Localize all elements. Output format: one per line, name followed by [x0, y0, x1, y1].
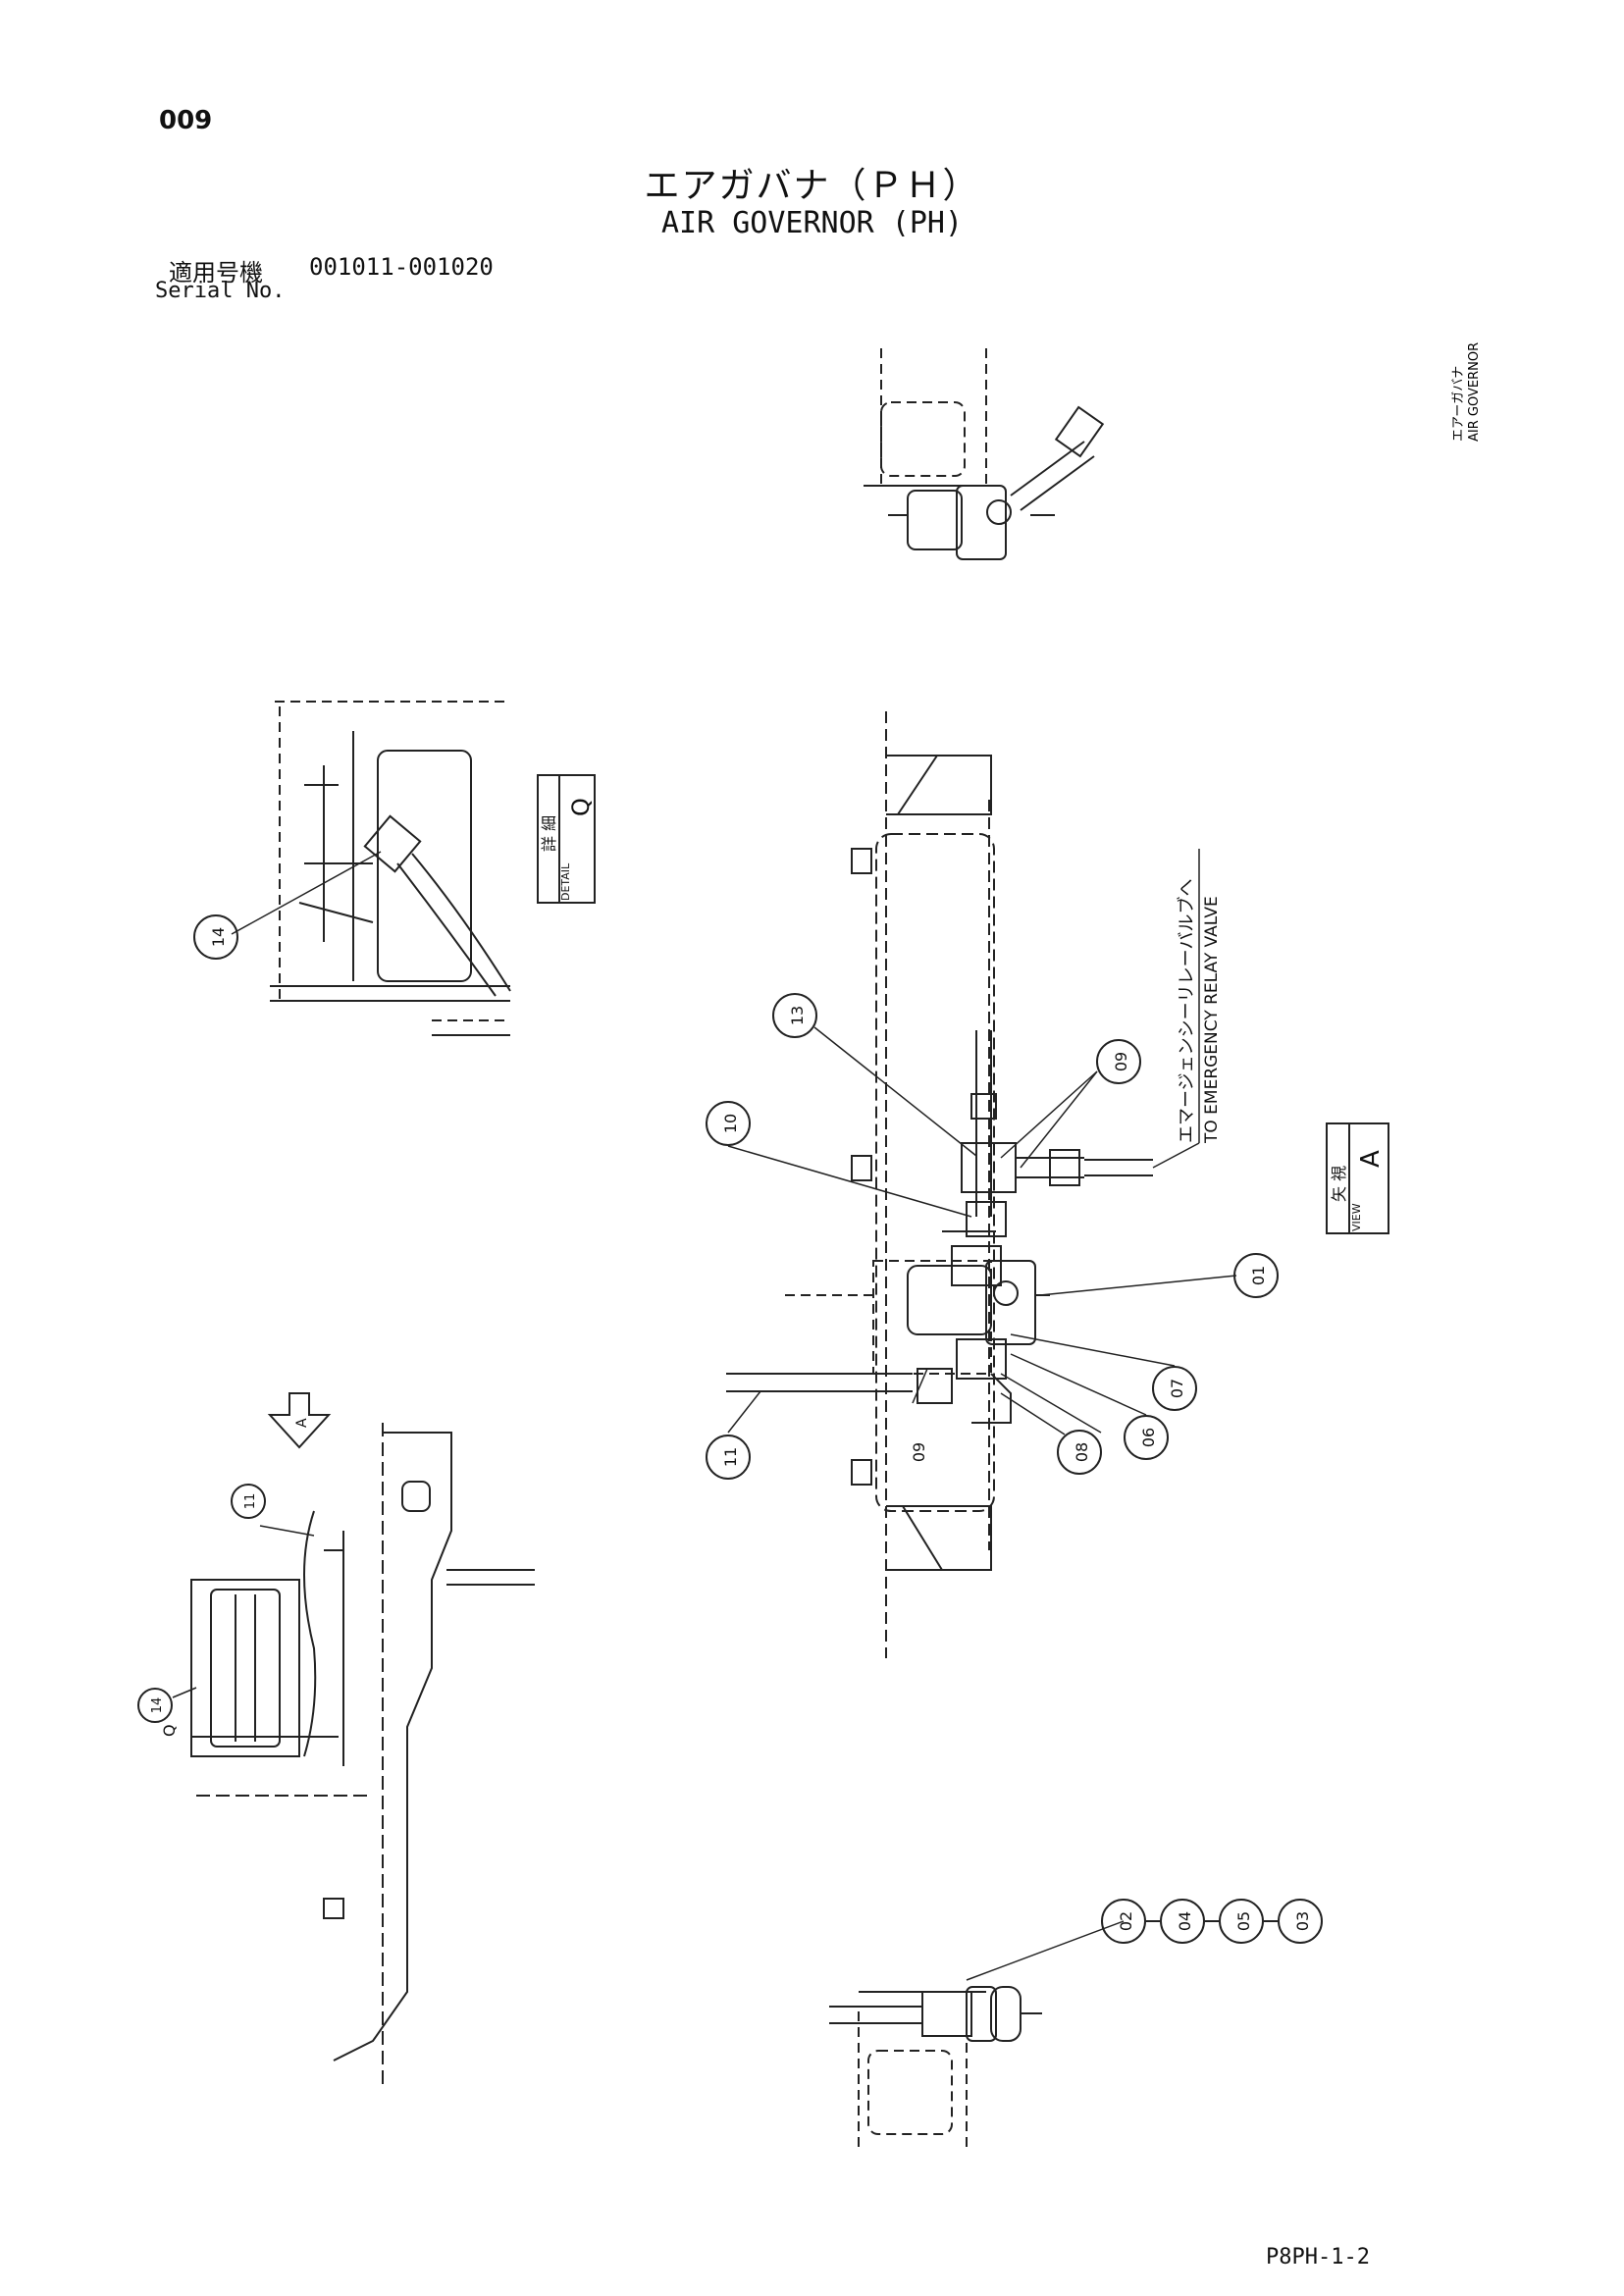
callout-label: 11	[721, 1447, 740, 1467]
emergency-relay-annotation: エマージェンシーリレーバルブへ TO EMERGENCY RELAY VALVE	[1152, 849, 1222, 1169]
side-label-english: AIR GOVERNOR	[1467, 342, 1482, 442]
serial-range: 001011-001020	[309, 253, 494, 281]
callout-circle-08: 08	[1057, 1430, 1102, 1475]
callout-circle-14-overview: 14	[137, 1688, 173, 1723]
callout-circle-10: 10	[706, 1101, 751, 1146]
callout-circle-07: 07	[1152, 1366, 1197, 1411]
detail-q-box: 詳 細 DETAIL Q	[537, 774, 596, 904]
callout-label: 06	[1139, 1428, 1158, 1447]
callout-circle-01: 01	[1233, 1253, 1279, 1298]
callout-label: 10	[721, 1114, 740, 1133]
detail-q-view	[231, 701, 511, 1036]
detail-box-letter: Q	[567, 798, 595, 816]
view-a-box: 矢 視 VIEW A	[1326, 1122, 1389, 1234]
side-label-japanese: エアーガバナ	[1451, 366, 1466, 442]
serial-label-english: Serial No.	[155, 279, 286, 303]
callout-circle-13-main: 11	[706, 1435, 751, 1480]
callout-label: 09	[910, 1442, 928, 1462]
callout-circle-09-upper: 09	[1096, 1039, 1141, 1084]
detail-box-english: DETAIL	[559, 862, 572, 901]
callout-label: 04	[1176, 1911, 1194, 1931]
view-arrow-icon	[267, 1392, 332, 1449]
callout-circle-04: 04	[1160, 1899, 1205, 1944]
view-box-letter: A	[1356, 1150, 1386, 1168]
callout-circle-02: 02	[1101, 1899, 1146, 1944]
serial-label-japanese: 適用号機	[169, 259, 263, 287]
callout-label: 03	[1293, 1911, 1312, 1931]
callout-circle-05: 05	[1219, 1899, 1264, 1944]
callout-label: 14	[209, 927, 228, 947]
detail-q-marker: Q	[160, 1724, 179, 1737]
callout-label: 07	[1168, 1379, 1186, 1398]
callout-label-09-lower: 09	[910, 1442, 928, 1462]
side-section-label: エアーガバナ AIR GOVERNOR	[1451, 342, 1482, 442]
callout-label: 13	[788, 1006, 807, 1025]
annotation-english: TO EMERGENCY RELAY VALVE	[1202, 896, 1222, 1144]
page-code: P8PH-1-2	[1266, 2245, 1370, 2270]
top-governor-view	[864, 348, 1105, 560]
callout-label: 11	[243, 1493, 258, 1510]
view-box-english: VIEW	[1350, 1203, 1363, 1231]
view-arrow-label: A	[294, 1418, 310, 1428]
callout-label: 02	[1117, 1911, 1135, 1931]
bottom-governor-view	[829, 1920, 1125, 2149]
callout-circle-11: 13	[772, 993, 817, 1038]
callout-label: 05	[1234, 1911, 1253, 1931]
callout-chain-bottom: 02 04 05 03	[1101, 1899, 1323, 1944]
callout-label: 08	[1073, 1442, 1091, 1462]
callout-label: 14	[150, 1697, 165, 1714]
page-title-japanese: エアガバナ（ＰＨ）	[644, 166, 980, 206]
annotation-japanese: エマージェンシーリレーバルブへ	[1176, 879, 1197, 1143]
machine-overview: A Q	[160, 1392, 535, 2090]
callout-circle-06: 06	[1124, 1415, 1169, 1460]
callout-circle-13-overview: 11	[231, 1484, 266, 1519]
callout-label: 09	[1112, 1052, 1130, 1071]
main-governor-assembly	[726, 711, 1153, 1658]
callout-label: 01	[1249, 1266, 1268, 1285]
page-title-english: AIR GOVERNOR (PH)	[660, 206, 964, 240]
callout-circle-03: 03	[1278, 1899, 1323, 1944]
detail-box-japanese: 詳 細	[540, 815, 558, 852]
view-box-japanese: 矢 視	[1330, 1166, 1348, 1202]
callout-circle-14-detail: 14	[193, 914, 238, 960]
page-number: 009	[159, 106, 213, 135]
callout-leaders	[727, 1026, 1237, 1435]
